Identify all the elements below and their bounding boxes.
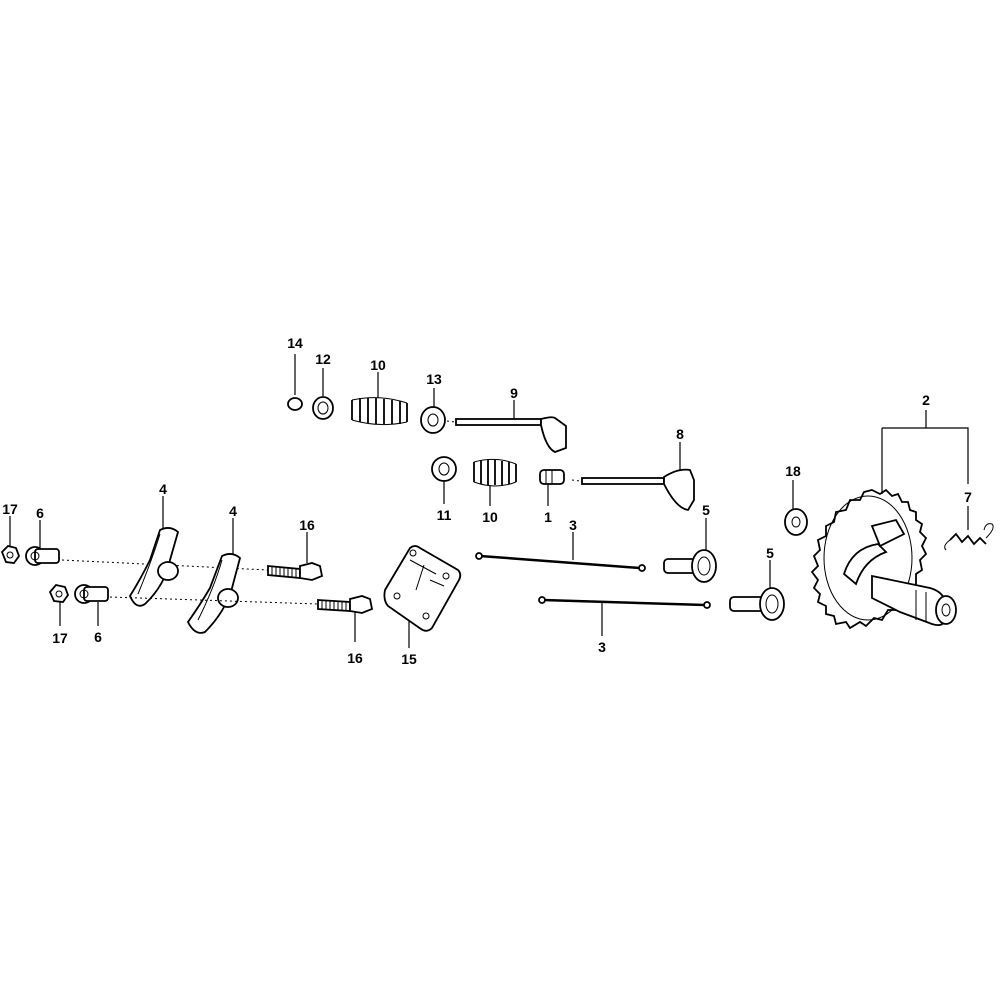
label-16-bottom: 16: [347, 650, 363, 666]
spring-retainer-11: [431, 456, 457, 482]
label-5-upper: 5: [702, 502, 710, 518]
valve-cap-1: [539, 469, 565, 485]
rocker-stud-16-bottom: [317, 595, 374, 614]
push-rod-guide-plate-15: [383, 545, 462, 632]
label-10-bottom: 10: [482, 509, 498, 525]
label-10-top: 10: [370, 357, 386, 373]
push-rod-3-upper: [475, 552, 646, 572]
label-18: 18: [785, 463, 801, 479]
label-1: 1: [544, 509, 552, 525]
tappet-5-lower: [729, 587, 785, 621]
label-2: 2: [922, 392, 930, 408]
label-9: 9: [510, 385, 518, 401]
part-labels: 14 12 10 13 9 8 11 10 1 3 3 5 5 18 2 7 4…: [2, 335, 972, 667]
label-8: 8: [676, 426, 684, 442]
camshaft-gear-2: [810, 488, 957, 630]
stem-seal-13: [420, 406, 446, 434]
tappet-5-upper: [663, 549, 717, 583]
washer-18: [784, 508, 808, 536]
label-15: 15: [401, 651, 417, 667]
label-14: 14: [287, 335, 303, 351]
label-13: 13: [426, 371, 442, 387]
label-12: 12: [315, 351, 331, 367]
label-11: 11: [437, 507, 452, 523]
rocker-arm-4-left: [128, 527, 180, 607]
lock-nut-17-bottom: [48, 584, 70, 603]
label-3-upper: 3: [569, 517, 577, 533]
label-16-top: 16: [299, 517, 315, 533]
label-3-lower: 3: [598, 639, 606, 655]
label-17-bottom: 17: [52, 630, 68, 646]
label-17-top: 17: [2, 501, 18, 517]
label-7: 7: [964, 489, 972, 505]
push-rod-3-lower: [538, 596, 711, 609]
valve-9: [446, 416, 567, 453]
leader-lines: [9, 354, 969, 648]
label-5-lower: 5: [766, 545, 774, 561]
spring-retainer-12: [312, 396, 334, 420]
spring-7: [944, 523, 994, 551]
label-6-top: 6: [36, 505, 44, 521]
rocker-stud-16-top: [267, 562, 324, 581]
pivot-6-top: [25, 546, 60, 566]
valve-spring-10-bottom: [473, 458, 517, 487]
pivot-6-bottom: [74, 584, 109, 604]
valve-cotter-14: [287, 397, 303, 411]
label-4-right: 4: [229, 503, 237, 519]
label-4-left: 4: [159, 481, 167, 497]
valve-8: [571, 468, 695, 511]
lock-nut-17-top: [0, 545, 21, 564]
label-6-bottom: 6: [94, 629, 102, 645]
valve-spring-10-top: [351, 397, 408, 426]
rocker-arm-4-right: [186, 553, 242, 634]
